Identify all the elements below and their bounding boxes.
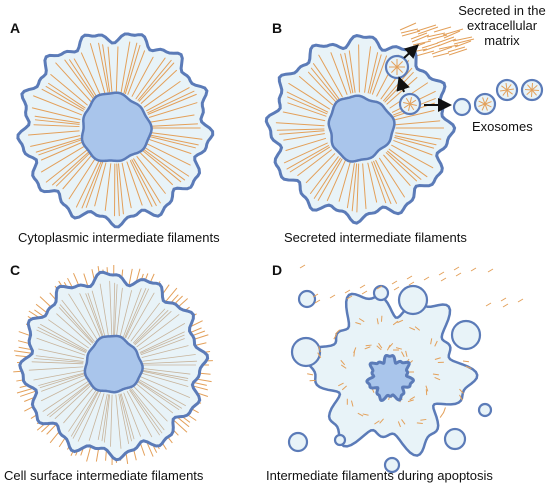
apoptotic-body [443,427,467,451]
apoptotic-body [297,289,317,309]
ecm-note: Secreted in the extracellular matrix [452,3,550,48]
apoptotic-body [477,402,493,418]
apoptotic-body [333,433,347,447]
exosome-vesicles [384,54,544,117]
caption-cell-surface: Cell surface intermediate filaments [4,468,204,483]
exosome-vesicle [520,78,544,102]
cell-a-nucleus [80,91,153,163]
apoptotic-body [450,319,482,351]
secretion-arrows [396,44,452,112]
panel-a-cell-illustration [16,32,215,229]
exosome-vesicle [384,54,410,80]
apoptotic-body [372,284,390,302]
caption-cytoplasmic: Cytoplasmic intermediate filaments [18,230,220,245]
exosomes-label: Exosomes [472,119,533,134]
apoptotic-body [383,456,401,474]
panel-d-cell-illustration [287,264,524,474]
apoptotic-bodies [287,284,493,474]
panel-b-cell-illustration [264,22,544,225]
cell-a-filaments [28,41,203,217]
panel-c-cell-illustration [13,264,213,466]
secretion-arrow [403,44,419,59]
cell-d-condensed-nucleus [365,353,415,403]
budding-vesicle [452,97,472,117]
ecm-note-line-2: extracellular [466,18,538,33]
caption-apoptosis: Intermediate filaments during apoptosis [266,468,493,483]
ecm-note-line-3: matrix [484,33,520,48]
panel-letter-d: D [272,262,283,278]
cell-c-nucleus [83,334,144,394]
exosome-vesicle [398,92,422,116]
exosome-vesicle [495,78,519,102]
cell-c-filaments [28,280,198,449]
panel-letter-b: B [272,20,283,36]
secretion-arrow [396,76,410,93]
exosome-vesicle [473,92,497,116]
apoptotic-body [287,431,309,453]
panel-letter-a: A [10,20,21,36]
caption-secreted: Secreted intermediate filaments [284,230,467,245]
apoptotic-body [290,336,322,368]
ecm-note-line-1: Secreted in the [458,3,546,18]
cell-b-nucleus [327,94,396,163]
apoptotic-body [397,284,429,316]
panel-letter-c: C [10,262,21,278]
